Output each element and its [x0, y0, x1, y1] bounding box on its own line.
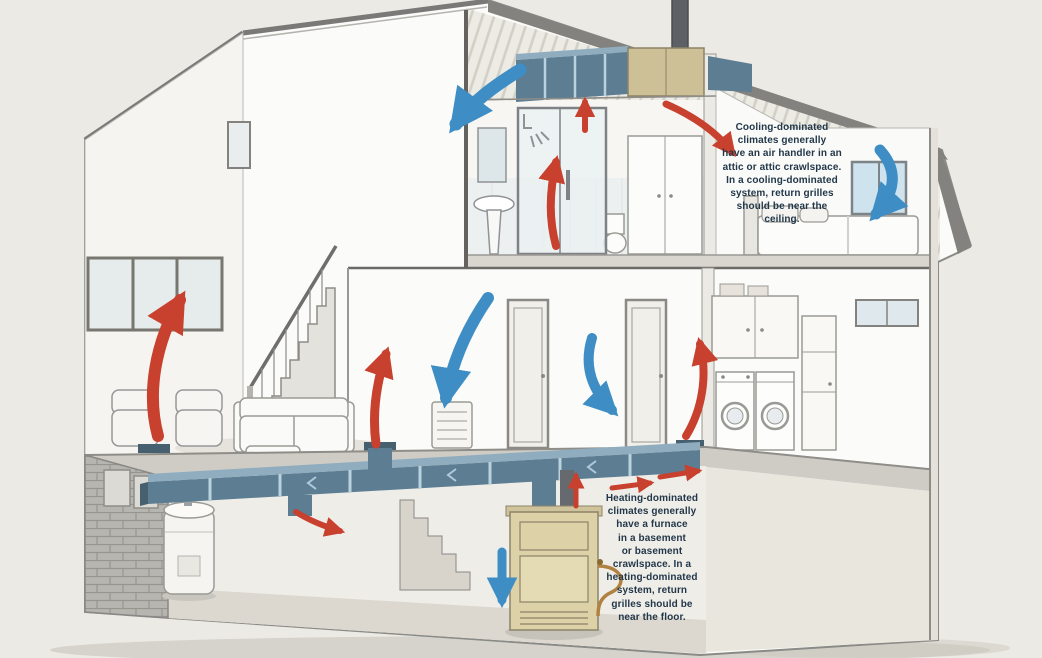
laundry-basket-2: [747, 285, 769, 297]
bedroom-duct-stub: [708, 56, 752, 92]
showerhead-icon: [523, 114, 550, 148]
ridge-inner-line: [242, 6, 488, 40]
supply-arrow-basement-1: [609, 476, 655, 494]
armchair-2: [175, 389, 223, 447]
bathroom-closet: [627, 135, 703, 255]
attic-supply-duct: [516, 46, 752, 102]
bed-pillow: [761, 205, 799, 223]
return-arrow-living: [430, 292, 494, 409]
duct-flow-chevrons: [306, 460, 597, 490]
toilet: [603, 213, 627, 254]
ridge-edge: [242, 0, 489, 36]
annotation-cooling: Cooling-dominated climates generally hav…: [722, 122, 842, 226]
gas-valve: [597, 559, 603, 565]
right-foundation-face: [706, 467, 938, 652]
supply-arrow-shower: [538, 154, 566, 250]
furnace-vents: [520, 611, 588, 625]
laundry-room: [711, 283, 919, 451]
armchair-1: [111, 389, 159, 447]
right-wall-thickness: [930, 128, 938, 640]
ductwork: [140, 442, 700, 516]
roof-rake-edge: [932, 148, 972, 254]
return-arrow-attic: [449, 63, 527, 134]
electrical-panel-1: [103, 469, 131, 507]
return-arrow-bedroom-window: [869, 144, 909, 222]
supply-arrow-basement-2: [657, 464, 703, 482]
chimney-flue: [671, 0, 689, 55]
main-floor: [111, 10, 919, 461]
attic-duct-straps: [543, 54, 607, 100]
supply-arrow-living: [146, 290, 186, 442]
floor-register-living: [138, 444, 170, 453]
washer: [715, 371, 755, 451]
copper-gas-line: [596, 564, 623, 617]
laundry-window: [855, 299, 919, 327]
upper-wall-window: [227, 121, 251, 169]
furnace: [505, 505, 623, 640]
return-grille-box: [431, 401, 473, 449]
duct-trunk-top: [148, 442, 700, 482]
supply-arrow-basement-boot: [293, 509, 346, 537]
dryer: [755, 371, 795, 451]
sofa: [233, 397, 355, 461]
furnace-door-panel: [519, 555, 589, 603]
floor-register-hall: [364, 442, 396, 452]
laundry-tall-cabinet: [801, 315, 837, 451]
bathroom: [465, 95, 717, 256]
living-room-window-band: [86, 256, 224, 332]
supply-airflow-arrows: [146, 96, 736, 537]
upper-floor-slab: [466, 254, 938, 270]
supply-arrow-hall: [364, 346, 394, 449]
annotation-heating: Heating-dominated climates generally hav…: [605, 493, 699, 623]
return-arrow-hall: [582, 333, 619, 417]
supply-arrow-laundry: [682, 337, 719, 440]
bed-pillow-2: [799, 207, 829, 223]
sink-pedestal: [486, 209, 502, 255]
bed: [743, 195, 919, 256]
bathroom-mirror: [477, 127, 507, 183]
hall-door-1: [506, 298, 550, 450]
hall-door-2: [624, 298, 668, 450]
basement-steps: [399, 499, 471, 591]
laundry-basket: [719, 283, 745, 297]
duct-trunk-end-cap: [140, 482, 148, 506]
water-heater-panel: [177, 555, 201, 577]
return-airflow-arrows: [430, 63, 909, 609]
duct-riser-hall: [368, 448, 392, 470]
attic-duct-top: [516, 46, 628, 60]
duct-trunk: [148, 450, 700, 504]
shower-enclosure: [516, 106, 608, 256]
supply-arrow-bedroom: [662, 100, 736, 157]
shower-door-handle: [566, 170, 570, 200]
furnace-upper-panel: [519, 521, 589, 551]
laundry-upper-cabinet: [711, 283, 799, 359]
attic-duct-body: [516, 52, 628, 102]
